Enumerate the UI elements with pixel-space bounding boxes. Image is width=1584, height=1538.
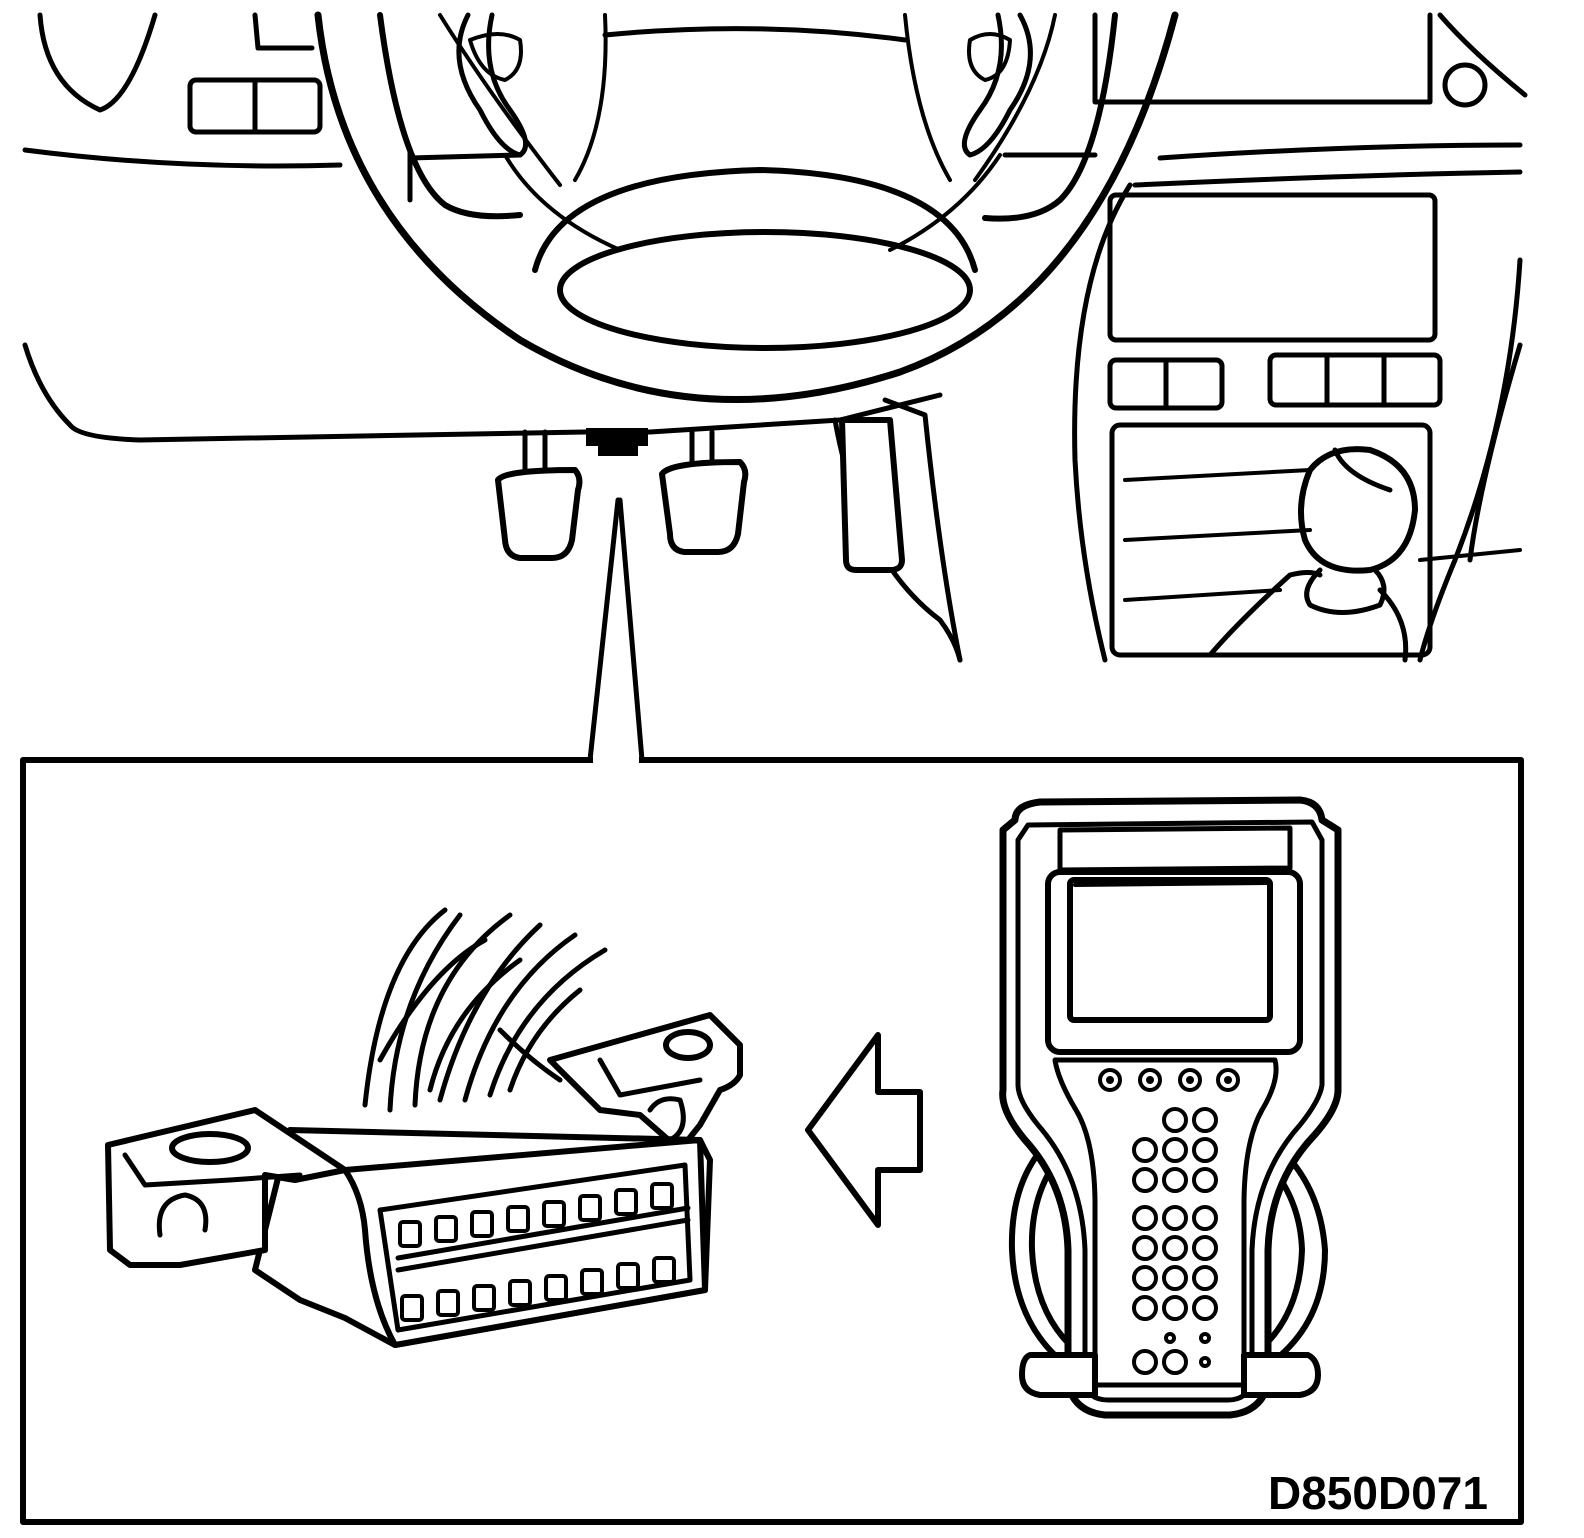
connector-pins-bottom xyxy=(400,1256,676,1322)
scan-tool-keypad xyxy=(1132,1107,1218,1375)
callout-frame xyxy=(20,757,1524,1525)
left-arrow-icon xyxy=(805,1032,923,1228)
figure-code-label: D850D071 xyxy=(1268,1467,1488,1519)
handheld-scan-tool-icon xyxy=(999,796,1342,1419)
car-dashboard-icon xyxy=(22,11,1528,763)
connector-pins-top xyxy=(398,1182,674,1248)
obd-diagnostic-connector-icon xyxy=(105,907,743,1348)
